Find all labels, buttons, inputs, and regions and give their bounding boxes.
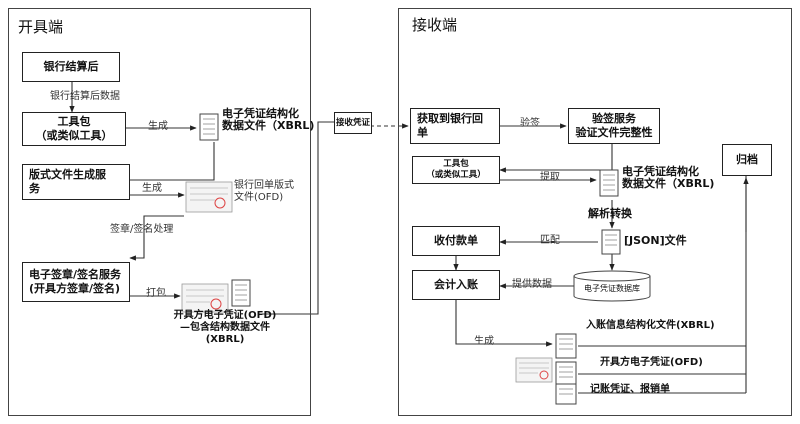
payment-receipt-box: 收付款单 (412, 226, 500, 256)
sign-service-line1: 电子签章/签名服务 (29, 268, 122, 281)
doc-icon-book (555, 383, 577, 405)
toolkit-box-right: 工具包 （或类似工具） (412, 156, 500, 184)
verify-sign-label: 验签 (520, 118, 540, 129)
get-receipt-line2: 单 (417, 126, 428, 139)
bank-ofd-line1: 银行回单版式 (234, 180, 294, 191)
toolkit-box-left: 工具包 （或类似工具） (22, 112, 126, 146)
arrow-ofd-to-sign (129, 215, 184, 261)
xbrl-file-label-right: 电子凭证结构化 数据文件（XBRL) (622, 166, 714, 190)
xbrl-file-label-left: 电子凭证结构化 数据文件（XBRL) (222, 108, 314, 132)
receipt-image-issuer-ofd (181, 283, 229, 313)
accounting-entry-box: 会计入账 (412, 270, 500, 300)
package-label: 打包 (146, 288, 166, 299)
receiver-panel-title: 接收端 (412, 16, 458, 34)
verify-service-line2: 验证文件完整性 (575, 126, 653, 139)
doc-icon-entry (555, 333, 577, 359)
bank-settlement-box: 银行结算后 (22, 52, 120, 82)
archive-box: 归档 (722, 144, 772, 176)
receipt-image-bank-ofd (185, 181, 233, 213)
xbrl-right-line2: 数据文件（XBRL) (622, 177, 715, 190)
match-label: 匹配 (540, 235, 560, 246)
settlement-data-label: 银行结算后数据 (50, 91, 120, 102)
provide-data-label: 提供数据 (512, 279, 552, 290)
toolkit-left-line1: 工具包 (57, 115, 91, 128)
issuer-voucher-label: 开具方电子凭证(OFD) —包含结构数据文件 (XBRL) (170, 310, 280, 346)
issuer-ofd-label-right: 开具方电子凭证(OFD) (600, 357, 703, 368)
bookkeeping-label: 记账凭证、报销单 (590, 384, 670, 395)
parse-convert-label: 解析转换 (588, 207, 632, 220)
toolkit-right-line2: （或类似工具） (426, 170, 486, 180)
receive-voucher-box: 接收凭证 (334, 112, 372, 134)
generate-label-1: 生成 (148, 121, 168, 132)
doc-icon-package-left (231, 279, 251, 307)
toolkit-left-line2: （或类似工具） (35, 129, 113, 142)
doc-icon-xbrl-right (599, 169, 619, 197)
issuer-voucher-line1: 开具方电子凭证(OFD) (173, 310, 277, 321)
sign-service-box: 电子签章/签名服务 (开具方签章/签名) (22, 262, 130, 302)
archive-label: 归档 (736, 153, 758, 166)
get-receipt-box: 获取到银行回 单 (410, 108, 500, 144)
arrow-xbrl-to-layout (121, 142, 215, 183)
issuer-panel-title: 开具端 (18, 18, 64, 36)
generate-label-right: 生成 (474, 336, 494, 347)
receiver-panel (398, 8, 792, 416)
accounting-entry-label: 会计入账 (434, 278, 478, 291)
sign-process-label: 签章/签名处理 (110, 224, 174, 235)
xbrl-left-line2: 数据文件（XBRL) (222, 119, 315, 132)
receive-voucher-label: 接收凭证 (335, 118, 370, 128)
get-receipt-line1: 获取到银行回 (417, 112, 483, 125)
bank-settlement-label: 银行结算后 (43, 60, 99, 73)
arrow-package-to-receive (262, 121, 334, 315)
bank-ofd-line2: 文件(OFD) (234, 192, 284, 203)
xbrl-left-line1: 电子凭证结构化 (222, 107, 299, 120)
entry-xbrl-label: 入账信息结构化文件(XBRL) (586, 320, 715, 331)
issuer-panel (8, 8, 311, 416)
verify-service-box: 验签服务 验证文件完整性 (568, 108, 660, 144)
bank-ofd-label: 银行回单版式 文件(OFD) (234, 180, 294, 204)
issuer-voucher-line2: —包含结构数据文件 (180, 322, 270, 333)
doc-icon-xbrl-left (199, 113, 219, 141)
voucher-db-label: 电子凭证数据库 (584, 284, 640, 293)
json-file-label: [JSON]文件 (624, 234, 687, 247)
database-cylinder (573, 270, 651, 302)
toolkit-right-line1: 工具包 (443, 159, 469, 169)
layout-service-line2: 务 (29, 182, 40, 195)
doc-icon-json (601, 229, 621, 255)
layout-service-box: 版式文件生成服 务 (22, 164, 130, 200)
payment-receipt-label: 收付款单 (434, 234, 478, 247)
verify-service-line1: 验签服务 (592, 112, 636, 125)
extract-label: 提取 (540, 172, 560, 183)
xbrl-right-line1: 电子凭证结构化 (622, 165, 699, 178)
layout-service-line1: 版式文件生成服 (29, 168, 106, 181)
generate-label-2: 生成 (142, 183, 162, 194)
issuer-voucher-line3: (XBRL) (205, 334, 245, 345)
arrow-accounting-to-entry (455, 300, 553, 347)
sign-service-line2: (开具方签章/签名) (29, 282, 121, 295)
receipt-image-right-ofd (515, 357, 553, 383)
